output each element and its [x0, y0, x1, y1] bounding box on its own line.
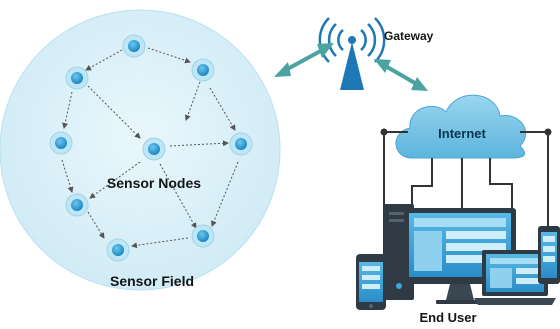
gateway-internet-arrow: [374, 59, 428, 91]
sensor-node-icon: [106, 238, 130, 262]
gateway-antenna-icon: [318, 17, 386, 90]
internet-label: Internet: [438, 126, 486, 141]
sensor-node-icon: [65, 193, 89, 217]
laptop-icon: [474, 250, 556, 305]
sensor-node-icon: [229, 132, 253, 156]
sensor-node-icon: [49, 131, 73, 155]
gateway-label: Gateway: [384, 29, 434, 43]
cloud-icon: [395, 94, 526, 159]
sensor-nodes-label: Sensor Nodes: [107, 175, 201, 191]
sensor-node-icon: [122, 34, 146, 58]
sensor-node-icon: [191, 58, 215, 82]
sensor-field-label: Sensor Field: [110, 273, 194, 289]
phone-icon: [356, 254, 386, 310]
sensor-node-icon: [65, 66, 89, 90]
sensor-nodes: [49, 34, 253, 262]
sensor-node-icon: [191, 224, 215, 248]
end-user-label: End User: [419, 310, 476, 325]
tablet-icon: [538, 226, 560, 284]
field-gateway-arrow: [274, 43, 334, 77]
sensor-node-icon: [142, 137, 166, 161]
sensor-mesh-links: [61, 47, 239, 249]
